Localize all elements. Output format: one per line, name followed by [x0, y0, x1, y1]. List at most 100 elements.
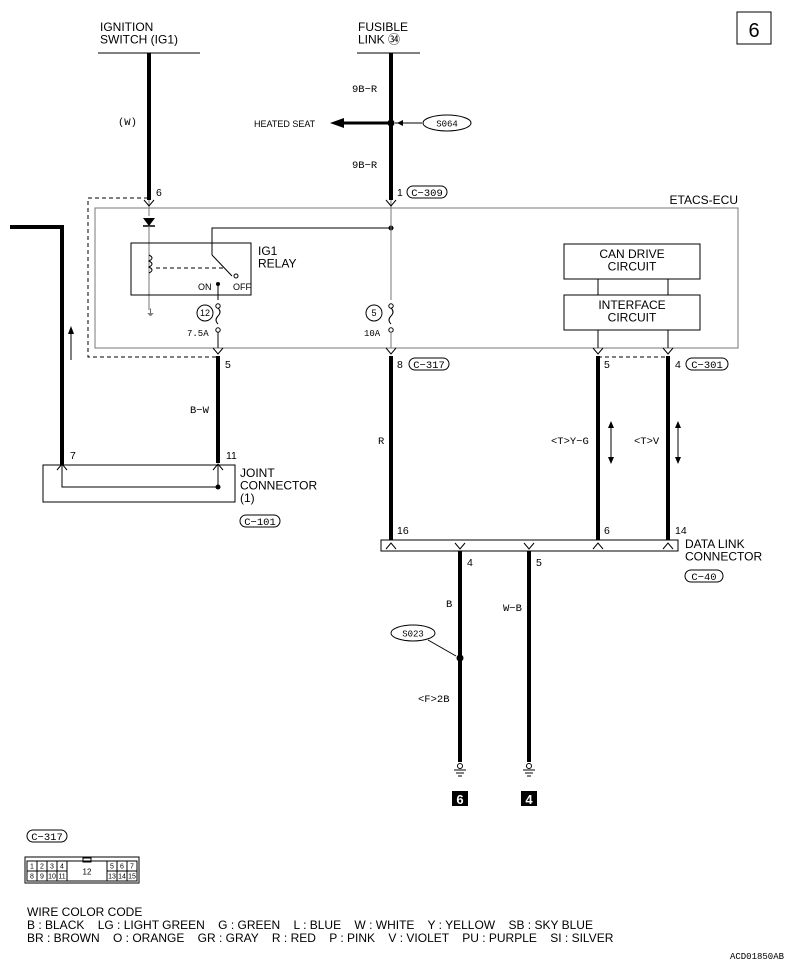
- wire-b-label: B: [446, 599, 452, 611]
- fusible-upper-color: 9B−R: [352, 84, 378, 96]
- data-link-connector-box: [380, 539, 679, 552]
- ig1-relay-box: [130, 242, 252, 296]
- fuse12-bottom: [215, 327, 221, 333]
- connector-pin-label: 1: [30, 864, 34, 871]
- joint-dot: [215, 484, 221, 490]
- pin-out-5b: 5: [604, 359, 610, 371]
- tyg-arrow-up: [608, 421, 614, 428]
- wire-bw-label: B−W: [190, 405, 210, 417]
- c40-oval: [684, 569, 724, 583]
- splice-s064-oval: [422, 114, 472, 132]
- fusible-lower-color: 9B−R: [352, 160, 378, 172]
- joint-connector-code: C−101: [244, 517, 276, 529]
- connector-key: [82, 857, 92, 863]
- left-wire: [10, 225, 64, 465]
- fuse5-bottom: [388, 327, 394, 333]
- dlc-pin-marks: [385, 542, 674, 550]
- connector-pin-label: 14: [118, 874, 126, 881]
- joint-inner: [61, 465, 219, 488]
- shield-dashed-left: [87, 197, 218, 358]
- heated-seat-label: HEATED SEAT: [254, 119, 316, 129]
- fuse12-amp: 7.5A: [187, 329, 209, 339]
- wire-tyg-label: <T>Y−G: [551, 436, 589, 448]
- dlc-pin14: 14: [675, 525, 687, 537]
- conn-c309: C−309: [411, 188, 443, 200]
- s064-arrow: [397, 120, 403, 126]
- fuse12-top: [215, 303, 221, 309]
- ground-6-label: 6: [456, 792, 463, 807]
- relay-off-contact: [233, 273, 239, 279]
- wire-f2b-label: <F>2B: [418, 694, 450, 706]
- connector-pin-label: 3: [50, 864, 54, 871]
- ground-symbol-4: [523, 763, 535, 777]
- etacs-ecu-label: ETACS-ECU: [670, 193, 738, 207]
- pin-ign-6: 6: [156, 187, 162, 199]
- ground-4-box: [521, 791, 537, 806]
- connector-pin-label: 13: [108, 874, 116, 881]
- c309-oval: [406, 185, 448, 199]
- wire-color-line2: BR : BROWN O : ORANGE GR : GRAY R : RED …: [27, 931, 614, 945]
- connector-pin-label: 6: [120, 864, 124, 871]
- joint-pin-marks: [56, 463, 224, 471]
- dlc-pin5: 5: [536, 557, 542, 569]
- heated-seat-arrow: [330, 118, 344, 128]
- ground-4-label: 4: [525, 792, 533, 807]
- wire-color-title: WIRE COLOR CODE: [27, 905, 142, 919]
- connector-view-frame: [24, 856, 140, 884]
- fuse12-body: [215, 307, 221, 325]
- wire-tv-label: <T>V: [634, 436, 660, 448]
- ign-diode: [143, 218, 155, 226]
- ground-symbol-6: [454, 763, 466, 777]
- relay-coil: [147, 254, 153, 274]
- page-number-box: [736, 11, 772, 45]
- connector-pin-label: 5: [110, 864, 114, 871]
- connector-pin-label: 4: [60, 864, 64, 871]
- splice-s023: S023: [402, 630, 424, 640]
- dlc-pin6: 6: [604, 525, 610, 537]
- pin-out-8: 8: [397, 359, 403, 371]
- can-drive-box: [563, 243, 701, 280]
- fuse12-circle: [196, 304, 214, 322]
- wire-wb-label: W−B: [503, 603, 522, 615]
- relay-on: ON: [198, 282, 212, 292]
- fuse5-circle: [365, 304, 383, 322]
- dlc-pin4: 4: [467, 557, 473, 569]
- connector-pin-label: 2: [40, 864, 44, 871]
- c101-oval: [239, 514, 281, 528]
- fuse5-num: 5: [371, 308, 376, 318]
- pin-out-4: 4: [675, 359, 681, 371]
- splice-s023-oval: [390, 624, 436, 642]
- connector-view-code: C−317: [31, 832, 63, 844]
- joint-pin7: 7: [70, 450, 76, 462]
- tv-arrow-down: [675, 457, 681, 464]
- connector-pin-label: 11: [58, 874, 65, 881]
- ground-6-box: [452, 791, 468, 806]
- connector-pin-label: 8: [30, 874, 34, 881]
- c301-oval: [685, 357, 729, 371]
- connector-center-cell: [66, 860, 108, 882]
- fuse12-num: 12: [200, 308, 210, 318]
- relay-off: OFF: [233, 282, 251, 292]
- fuse5-amp: 10A: [364, 329, 381, 339]
- figure-id: ACD01850AB: [730, 952, 785, 962]
- dlc-pin16: 16: [397, 525, 409, 537]
- splice-s064: S064: [436, 120, 458, 130]
- s023-leader: [427, 639, 457, 657]
- joint-pin11: 11: [226, 450, 237, 462]
- data-link-connector-code: C−40: [691, 572, 716, 584]
- etacs-ecu-box: [94, 207, 739, 349]
- relay-contact: [211, 254, 233, 277]
- tyg-arrow-down: [608, 457, 614, 464]
- conn-c317: C−317: [413, 360, 445, 372]
- pin-fl-1: 1: [397, 187, 403, 199]
- conn-c301: C−301: [691, 360, 723, 372]
- connector-view-oval: [26, 829, 68, 843]
- ecu-bottom-pin-marks: [143, 199, 674, 355]
- fuse5-top: [388, 303, 394, 309]
- ign-wire-color: (W): [118, 117, 137, 129]
